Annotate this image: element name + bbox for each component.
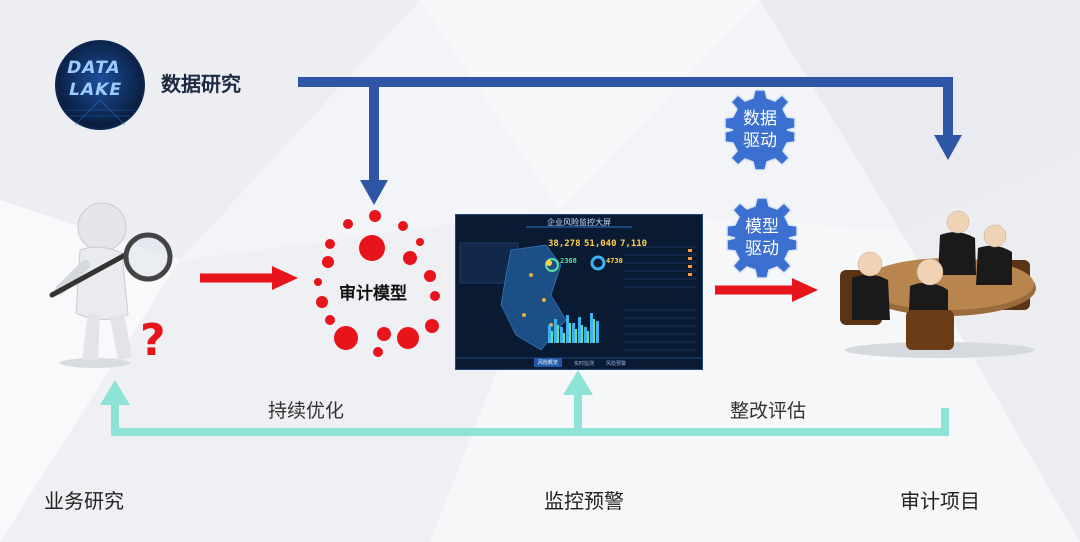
dash-tab-warning: 风险预警 — [606, 361, 627, 367]
gear-model-driven-icon — [726, 197, 798, 279]
gear-data-driven-text: 数据 驱动 — [743, 109, 777, 151]
dash-tab-overview: 风险概览 — [534, 358, 563, 367]
dashboard-title: 企业风险监控大屏 — [547, 218, 611, 227]
meeting-figure — [840, 210, 1036, 358]
teal-arrow-head-center — [563, 370, 593, 395]
label-audit-project: 审计项目 — [900, 489, 980, 513]
label-data-research: 数据研究 — [161, 72, 241, 96]
svg-text:?: ? — [140, 315, 166, 366]
red-arrow-head-2 — [792, 278, 818, 302]
data-lake-logo: DATA LAKE — [55, 40, 145, 130]
gear-model-driven-text: 模型 驱动 — [745, 217, 779, 259]
audit-model-ring — [314, 210, 440, 357]
monitoring-dashboard: 企业风险监控大屏 38, — [455, 214, 703, 370]
researcher-figure: ? — [49, 202, 173, 368]
teal-arrow-head-left — [100, 380, 130, 405]
dash-tab-realtime: 实时监测 — [574, 361, 595, 367]
dashboard-graphics — [456, 226, 702, 359]
dash-number-4: 2368 — [560, 257, 577, 265]
blue-arrow-head-right — [934, 135, 962, 160]
dash-number-2: 51,040 — [584, 239, 617, 249]
dash-number-1: 38,278 — [548, 239, 581, 249]
red-arrow-head-1 — [272, 266, 298, 290]
label-business-research: 业务研究 — [44, 489, 124, 513]
logo-line1: DATA — [64, 58, 123, 78]
dash-number-5: 4730 — [606, 257, 623, 265]
dash-number-3: 7,110 — [620, 239, 648, 249]
blue-arrow-head-model — [360, 180, 388, 205]
label-continuous-optimization: 持续优化 — [268, 400, 345, 422]
label-audit-model: 审计模型 — [339, 284, 407, 304]
label-monitoring-warning: 监控预警 — [544, 489, 624, 513]
label-rectification-evaluation: 整改评估 — [730, 400, 807, 422]
gear-data-driven-icon — [724, 89, 796, 171]
logo-line2: LAKE — [66, 80, 124, 100]
